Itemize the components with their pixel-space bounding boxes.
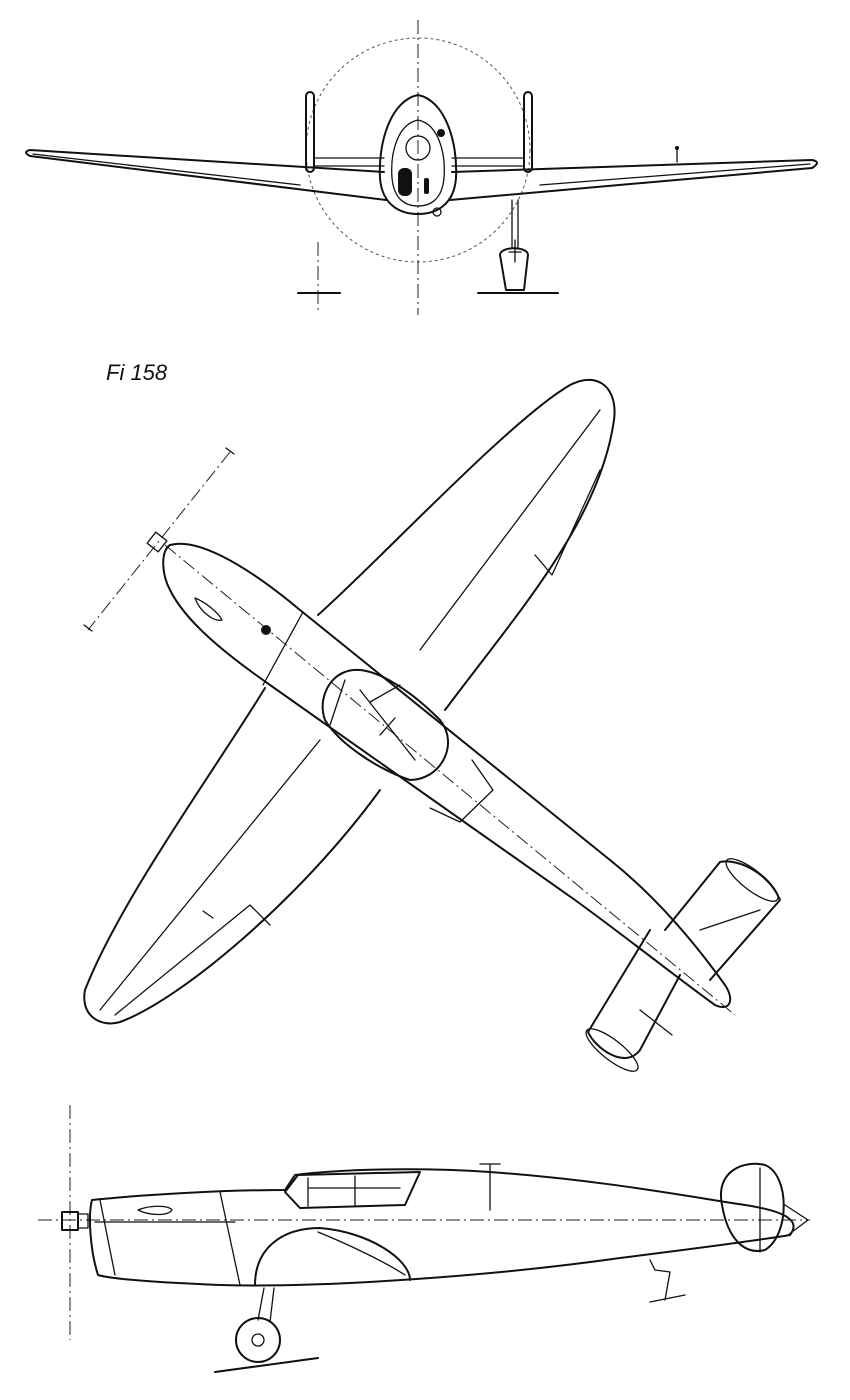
side-prop-hub <box>77 1213 89 1229</box>
wheel-fork <box>508 239 522 263</box>
side-exhaust <box>137 1205 173 1216</box>
side-wing-fillet <box>317 1231 406 1276</box>
top-tailplane-upper <box>664 860 781 981</box>
side-view <box>38 1105 810 1373</box>
top-right-endplate <box>725 858 779 902</box>
top-right-wing-line <box>419 409 601 651</box>
side-fuselage <box>89 1168 795 1287</box>
side-wheel-hub <box>251 1333 265 1347</box>
front-right-wing <box>449 159 818 201</box>
side-canopy-frames <box>307 1175 401 1207</box>
prop-axis-line <box>87 451 231 631</box>
side-tailwheel <box>649 1259 686 1303</box>
top-left-aileron <box>114 904 271 1016</box>
top-spinner <box>146 531 168 553</box>
side-stabilizer-tip <box>784 1204 809 1236</box>
top-canopy-frame <box>329 679 416 761</box>
side-canopy <box>284 1171 421 1209</box>
top-cockpit-rear <box>429 759 494 823</box>
front-left-fin <box>305 91 315 173</box>
front-cowling-ring <box>391 119 445 207</box>
aircraft-label: Fi 158 <box>106 360 168 385</box>
top-left-wing <box>83 687 381 1025</box>
top-exhaust <box>194 597 223 621</box>
exhaust-stub <box>424 178 429 194</box>
top-left-endplate <box>585 1028 639 1072</box>
top-centerline <box>164 544 736 1016</box>
main-wheel-front <box>499 247 529 291</box>
front-left-tailplane <box>313 157 385 167</box>
top-fuselage <box>162 542 732 1008</box>
side-fin <box>719 1162 785 1252</box>
front-right-tailplane <box>451 157 525 167</box>
cowl-joint <box>262 611 304 686</box>
side-ground-line <box>214 1357 319 1373</box>
front-cockpit-detail <box>437 129 445 137</box>
tailwheel-front <box>432 207 442 217</box>
top-left-wing-line <box>99 739 321 1011</box>
side-main-wheel <box>235 1317 281 1363</box>
top-view <box>83 379 781 1072</box>
side-main-gear-leg <box>257 1287 275 1323</box>
front-right-wing-inner-line <box>539 163 811 186</box>
air-intake <box>398 168 412 196</box>
top-left-wing-mark <box>202 910 214 919</box>
front-left-wing-inner-line <box>32 153 301 186</box>
main-gear-leg-front <box>511 199 519 249</box>
prop-tip-lower <box>83 624 93 632</box>
prop-tip-upper <box>225 447 235 455</box>
side-wing-fairing <box>254 1227 411 1286</box>
spinner-front <box>405 135 431 161</box>
top-elevator-line <box>639 909 761 1036</box>
top-cowl-dot <box>261 625 271 635</box>
top-canopy <box>321 669 450 781</box>
front-fuselage <box>378 94 458 215</box>
front-left-wing <box>25 149 387 201</box>
antenna-tip <box>675 146 679 150</box>
top-right-aileron <box>534 469 601 576</box>
front-cowl-edge <box>99 1199 116 1276</box>
top-tailplane-lower <box>587 929 681 1059</box>
cowling-seam <box>219 1191 241 1286</box>
top-right-wing <box>317 379 616 711</box>
front-view <box>25 20 818 315</box>
front-right-fin <box>523 91 533 173</box>
